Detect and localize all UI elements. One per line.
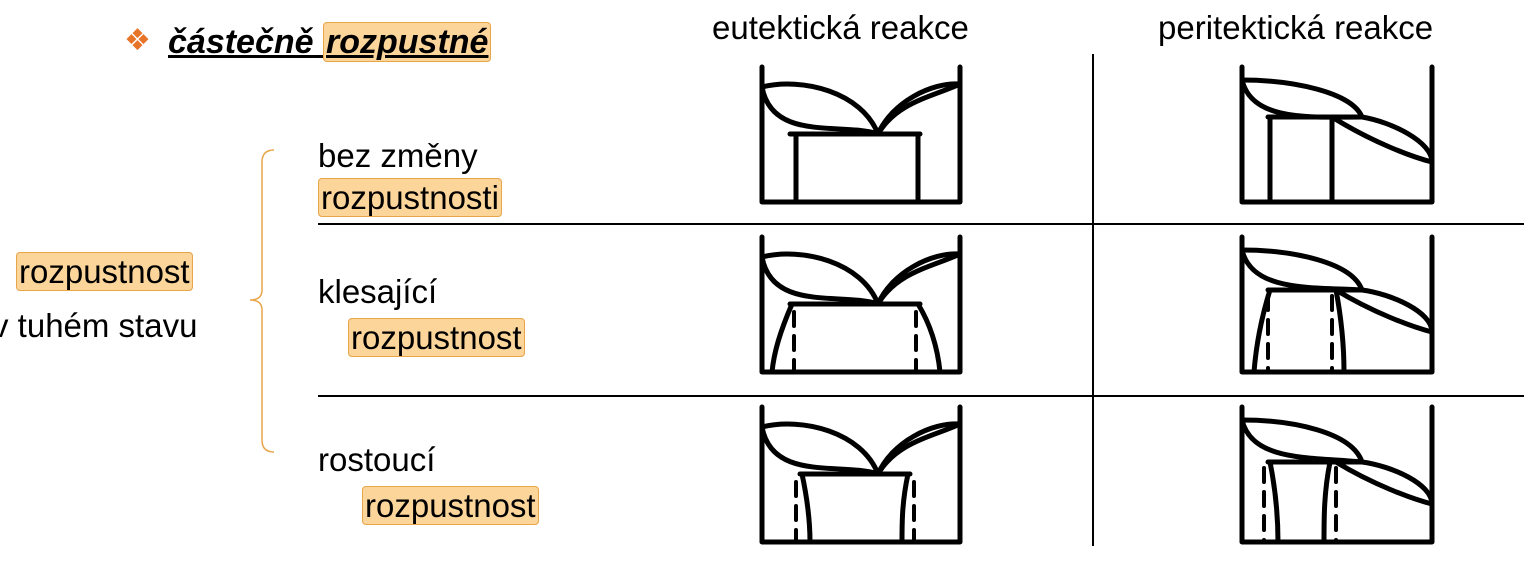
diagram-peritectic-increasing <box>1239 404 1435 545</box>
row-divider-2 <box>318 395 1524 397</box>
group-label-line2: v tuhém stavu <box>0 307 198 344</box>
column-divider <box>1092 54 1094 546</box>
title-plain: částečně <box>168 23 314 61</box>
title-highlight: rozpustné <box>323 22 492 62</box>
diagram-eutectic-decreasing <box>759 234 963 375</box>
row-label-1-highlight: rozpustnosti <box>318 178 502 217</box>
row-label-2-line1: klesající <box>318 273 438 310</box>
page-title: částečně rozpustné <box>168 22 492 62</box>
row-label-3-line2: rozpustnost <box>362 486 539 526</box>
diagram-eutectic-constant <box>759 64 963 205</box>
row-label-1-line1: bez změny <box>318 137 478 174</box>
diagram-peritectic-decreasing <box>1239 234 1435 375</box>
column-header-eutectic: eutektická reakce <box>712 9 969 46</box>
column-header-peritectic: peritektická reakce <box>1158 9 1434 46</box>
group-brace <box>249 149 275 453</box>
group-label-highlight: rozpustnost <box>16 252 193 291</box>
row-label-3-highlight: rozpustnost <box>362 486 539 525</box>
row-divider-1 <box>318 223 1524 225</box>
row-label-1-line2: rozpustnosti <box>318 178 502 218</box>
row-label-3-line1: rostoucí <box>318 441 436 478</box>
group-label-line1: rozpustnost <box>16 252 193 292</box>
diamond-cluster-icon: ❖ <box>124 24 151 57</box>
row-label-2-highlight: rozpustnost <box>348 318 525 357</box>
row-label-2-line2: rozpustnost <box>348 318 525 358</box>
diagram-peritectic-constant <box>1239 64 1435 205</box>
diagram-eutectic-increasing <box>759 404 963 545</box>
